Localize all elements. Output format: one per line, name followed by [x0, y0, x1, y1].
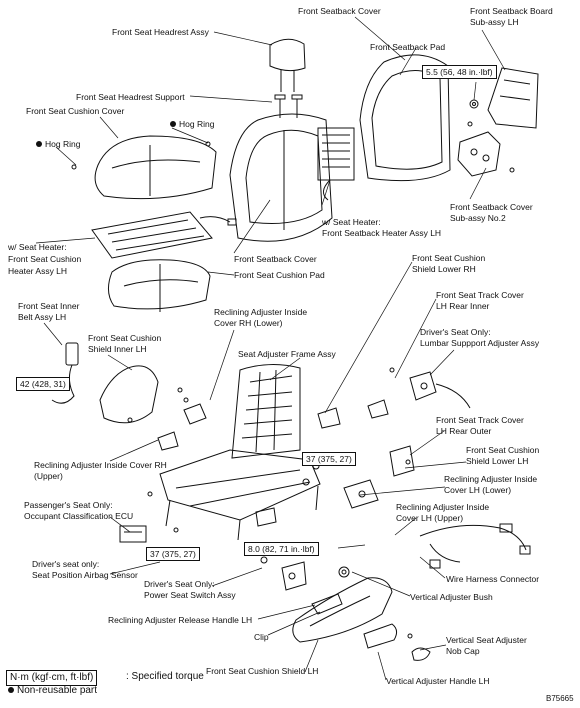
label-power-switch-2: Power Seat Switch Assy [144, 590, 236, 600]
label-cushion-heater-1: w/ Seat Heater: [8, 242, 67, 252]
label-recl-lh-upper-1: Reclining Adjuster Inside [396, 502, 490, 512]
cushion-heater-part [91, 211, 237, 259]
non-reusable-bullet-icon [170, 121, 176, 127]
label-recl-rh-upper-2: (Upper) [34, 471, 63, 481]
label-release-handle: Reclining Adjuster Release Handle LH [108, 615, 253, 625]
label-hog-ring-left: Hog Ring [36, 139, 80, 149]
label-shield-inner-2: Shield Inner LH [88, 344, 147, 354]
label-track-cover-outer-2: LH Rear Outer [436, 426, 492, 436]
seatback-pad-part [359, 54, 451, 182]
label-shield-lh: Front Seat Cushion Shield LH [206, 666, 319, 676]
label-seatback-board-2: Sub-assy LH [470, 17, 519, 27]
label-wire-connector: Wire Harness Connector [446, 574, 540, 584]
shield-lh-part [292, 577, 393, 643]
label-shield-lower-lh-1: Front Seat Cushion [466, 445, 540, 455]
label-passenger-ecu-2: Occupant Classification ECU [24, 511, 134, 521]
small-brackets [157, 367, 395, 451]
label-passenger-ecu-1: Passenger's Seat Only: [24, 500, 113, 510]
legend-torque-unit: N·m (kgf·cm, ft·lbf) [6, 670, 98, 686]
label-seatback-board-1: Front Seatback Board [470, 6, 553, 16]
label-inner-belt-2: Belt Assy LH [18, 312, 67, 322]
label-vertical-bush: Vertical Adjuster Bush [410, 592, 493, 602]
label-airbag-sensor-2: Seat Position Airbag Sensor [32, 570, 138, 580]
label-seatback-cover-no2-1: Front Seatback Cover [450, 202, 533, 212]
leader-lines [35, 16, 506, 681]
seatback-board-part [467, 67, 539, 129]
inner-belt-part [51, 342, 79, 404]
vertical-handle-part [363, 623, 413, 649]
label-clip: Clip [254, 632, 269, 642]
shield-inner-part [99, 365, 189, 424]
label-cushion-pad: Front Seat Cushion Pad [234, 270, 325, 280]
label-cushion-heater-3: Heater Assy LH [8, 266, 68, 276]
label-track-cover-outer-1: Front Seat Track Cover [436, 415, 524, 425]
seatback-cover-part [229, 113, 333, 242]
wire-harness-part [419, 523, 531, 569]
label-hog-ring-right: Hog Ring [170, 119, 214, 129]
label-recl-lh-lower-2: Cover LH (Lower) [444, 485, 512, 495]
track-covers-part [343, 445, 415, 509]
label-frame-assy: Seat Adjuster Frame Assy [238, 349, 336, 359]
label-headrest: Front Seat Headrest Assy [112, 27, 209, 37]
label-vertical-handle: Vertical Adjuster Handle LH [386, 676, 490, 686]
frame-assy-part [159, 364, 321, 541]
label-shield-inner-1: Front Seat Cushion [88, 333, 162, 343]
label-nob-cap-2: Nob Cap [446, 646, 480, 656]
label-lumbar-1: Driver's Seat Only: [420, 327, 491, 337]
legend-non-reusable-text: Non-reusable part [17, 685, 98, 696]
cushion-cover-part [71, 135, 217, 200]
torque-switch: 8.0 (82, 71 in.·lbf) [244, 542, 319, 556]
label-track-cover-inner-1: Front Seat Track Cover [436, 290, 524, 300]
legend-torque-desc: : Specified torque [126, 671, 204, 682]
label-nob-cap-1: Vertical Seat Adjuster [446, 635, 527, 645]
release-handle-part [311, 593, 343, 615]
label-track-cover-inner-2: LH Rear Inner [436, 301, 490, 311]
figure-code: B75665 [546, 694, 574, 703]
torque-board: 5.5 (56, 48 in.·lbf) [422, 65, 497, 79]
label-seatback-cover-top: Front Seatback Cover [298, 6, 381, 16]
label-cushion-heater-2: Front Seat Cushion [8, 254, 82, 264]
nob-cap-part [411, 647, 431, 661]
non-reusable-bullet-icon [36, 141, 42, 147]
label-shield-lower-rh-1: Front Seat Cushion [412, 253, 486, 263]
label-recl-rh-lower-1: Reclining Adjuster Inside [214, 307, 308, 317]
label-seatback-cover-mid: Front Seatback Cover [234, 254, 317, 264]
ecu-part [119, 491, 179, 543]
label-power-switch-1: Driver's Seat Only: [144, 579, 215, 589]
label-inner-belt-1: Front Seat Inner [18, 301, 80, 311]
label-recl-rh-upper-1: Reclining Adjuster Inside Cover RH [34, 460, 167, 470]
lumbar-part [409, 371, 471, 409]
airbag-sensor-part [255, 507, 277, 564]
torque-track: 37 (375, 27) [146, 547, 200, 561]
headrest-part [269, 38, 306, 92]
label-recl-lh-upper-2: Cover LH (Upper) [396, 513, 464, 523]
non-reusable-bullet-icon [8, 687, 14, 693]
label-lumbar-2: Lumbar Suppport Adjuster Assy [420, 338, 540, 348]
seatback-heater-part [317, 127, 355, 201]
label-shield-lower-rh-2: Shield Lower RH [412, 264, 476, 274]
torque-belt: 42 (428, 31) [16, 377, 70, 391]
legend-non-reusable: Non-reusable part [8, 685, 97, 697]
label-recl-rh-lower-2: Cover RH (Lower) [214, 318, 283, 328]
cushion-pad-part [108, 259, 211, 312]
vertical-bush-part [338, 566, 350, 578]
power-switch-part [281, 561, 307, 591]
hog-ring-right-text: Hog Ring [179, 119, 215, 129]
label-headrest-support: Front Seat Headrest Support [76, 92, 185, 102]
seatback-cover-no2-part [457, 131, 515, 177]
hog-ring-left-text: Hog Ring [45, 139, 81, 149]
label-seatback-pad: Front Seatback Pad [370, 42, 446, 52]
label-seatback-cover-no2-2: Sub-assy No.2 [450, 213, 506, 223]
label-seatback-heater-2: Front Seatback Heater Assy LH [322, 228, 442, 238]
torque-frame: 37 (375, 27) [302, 452, 356, 466]
label-recl-lh-lower-1: Reclining Adjuster Inside [444, 474, 538, 484]
label-shield-lower-lh-2: Shield Lower LH [466, 456, 529, 466]
label-airbag-sensor-1: Driver's seat only: [32, 559, 100, 569]
label-cushion-cover: Front Seat Cushion Cover [26, 106, 125, 116]
label-seatback-heater-1: w/ Seat Heater: [322, 217, 381, 227]
